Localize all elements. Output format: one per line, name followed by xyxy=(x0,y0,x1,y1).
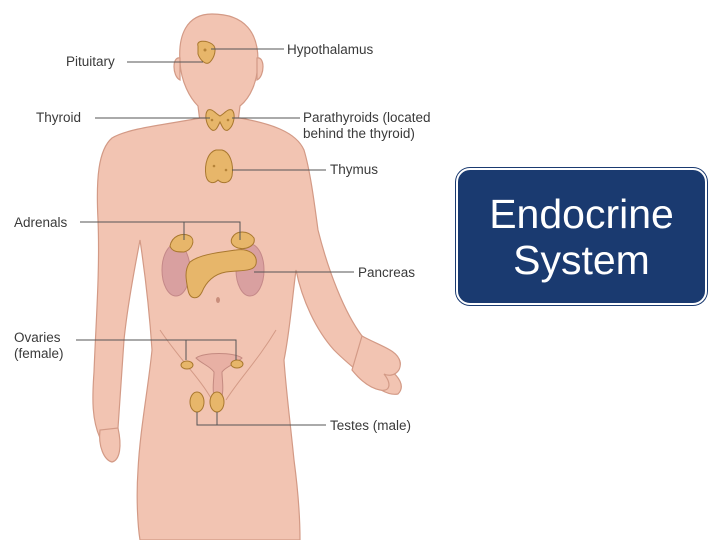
label-thyroid: Thyroid xyxy=(36,110,81,125)
testis-left xyxy=(189,391,205,413)
title-line2: System xyxy=(513,236,650,283)
label-thymus: Thymus xyxy=(330,162,378,177)
adrenal-gland-left xyxy=(169,233,194,253)
adrenal-gland-right xyxy=(230,231,255,249)
ovary-right xyxy=(230,359,244,369)
leader-lines xyxy=(76,48,354,426)
thymus-gland xyxy=(205,149,233,184)
uterus xyxy=(195,353,243,397)
torso xyxy=(92,117,402,540)
ovary-left xyxy=(180,360,194,370)
human-body-figure xyxy=(92,13,402,540)
label-pancreas: Pancreas xyxy=(358,265,415,280)
pancreas-gland xyxy=(185,249,257,299)
title-box: Endocrine System xyxy=(456,168,707,305)
label-parathyroids-line2: behind the thyroid) xyxy=(303,126,415,141)
label-parathyroids-line1: Parathyroids (located xyxy=(303,110,431,125)
title-line1: Endocrine xyxy=(489,190,674,237)
head xyxy=(179,13,259,123)
label-adrenals: Adrenals xyxy=(14,215,68,230)
label-hypothalamus: Hypothalamus xyxy=(287,42,374,57)
label-ovaries-line2: (female) xyxy=(14,346,64,361)
label-pituitary: Pituitary xyxy=(66,54,115,69)
testis-right xyxy=(209,391,225,413)
pituitary-gland xyxy=(197,40,216,64)
thyroid-gland xyxy=(205,109,235,131)
label-testes: Testes (male) xyxy=(330,418,411,433)
label-ovaries-line1: Ovaries xyxy=(14,330,61,345)
